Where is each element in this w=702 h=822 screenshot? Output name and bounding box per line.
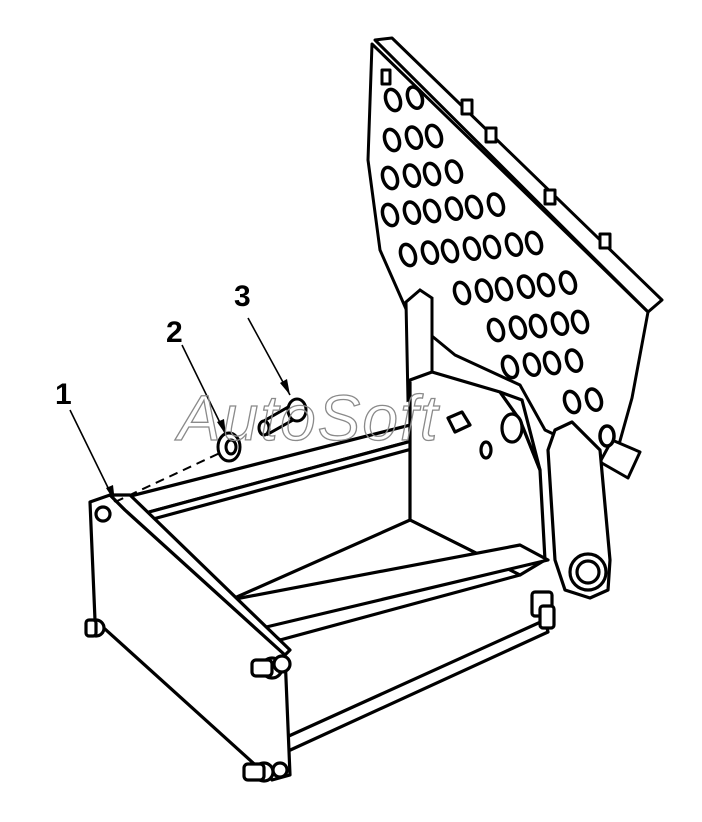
perforation-hole — [444, 159, 464, 185]
perforation-hole — [522, 352, 542, 378]
perforation-hole — [528, 313, 548, 339]
washer-part-2 — [216, 431, 242, 463]
perforation-hole — [558, 270, 578, 296]
perforation-hole — [424, 123, 444, 149]
left-upright-post — [404, 288, 434, 403]
callout-3: 3 — [234, 280, 251, 313]
mounting-bracket — [84, 370, 612, 783]
perforation-hole — [464, 194, 484, 220]
perforation-hole — [398, 242, 418, 268]
plate-perforations — [380, 85, 616, 448]
perforation-hole — [383, 87, 403, 113]
perforation-hole — [422, 161, 442, 187]
perforation-hole — [462, 236, 482, 262]
perforation-hole — [536, 272, 556, 298]
perforation-hole — [562, 389, 582, 415]
perforation-hole — [516, 274, 536, 300]
assembly-dashed-line — [114, 451, 223, 503]
perforation-hole — [380, 165, 400, 191]
perforation-hole — [482, 234, 502, 260]
perforation-hole — [486, 192, 506, 218]
perforation-hole — [564, 348, 584, 374]
perforation-hole — [570, 309, 590, 335]
perforation-hole — [440, 238, 460, 264]
perforation-hole — [405, 85, 425, 111]
perforation-hole — [444, 196, 464, 222]
perforation-hole — [402, 163, 422, 189]
perforation-hole — [524, 230, 544, 256]
perforation-hole — [542, 350, 562, 376]
callout-1: 1 — [55, 378, 72, 411]
perforation-hole — [494, 276, 514, 302]
pin-part-3 — [257, 397, 308, 437]
perforation-hole — [500, 354, 520, 380]
perforation-hole — [380, 202, 400, 228]
perforation-hole — [404, 125, 424, 151]
perforation-hole — [504, 232, 524, 258]
callout-2: 2 — [166, 316, 183, 349]
perforation-hole — [584, 387, 604, 413]
perforation-hole — [474, 278, 494, 304]
perforation-hole — [382, 127, 402, 153]
perforation-hole — [402, 200, 422, 226]
perforation-hole — [422, 198, 442, 224]
perforation-hole — [598, 424, 616, 448]
perforation-hole — [420, 240, 440, 266]
perforation-hole — [452, 280, 472, 306]
watermark-logo: AutoSoft — [174, 382, 440, 454]
perforation-hole — [486, 317, 506, 343]
perforation-hole — [508, 315, 528, 341]
perforated-step-plate — [366, 36, 664, 480]
perforation-hole — [550, 311, 570, 337]
